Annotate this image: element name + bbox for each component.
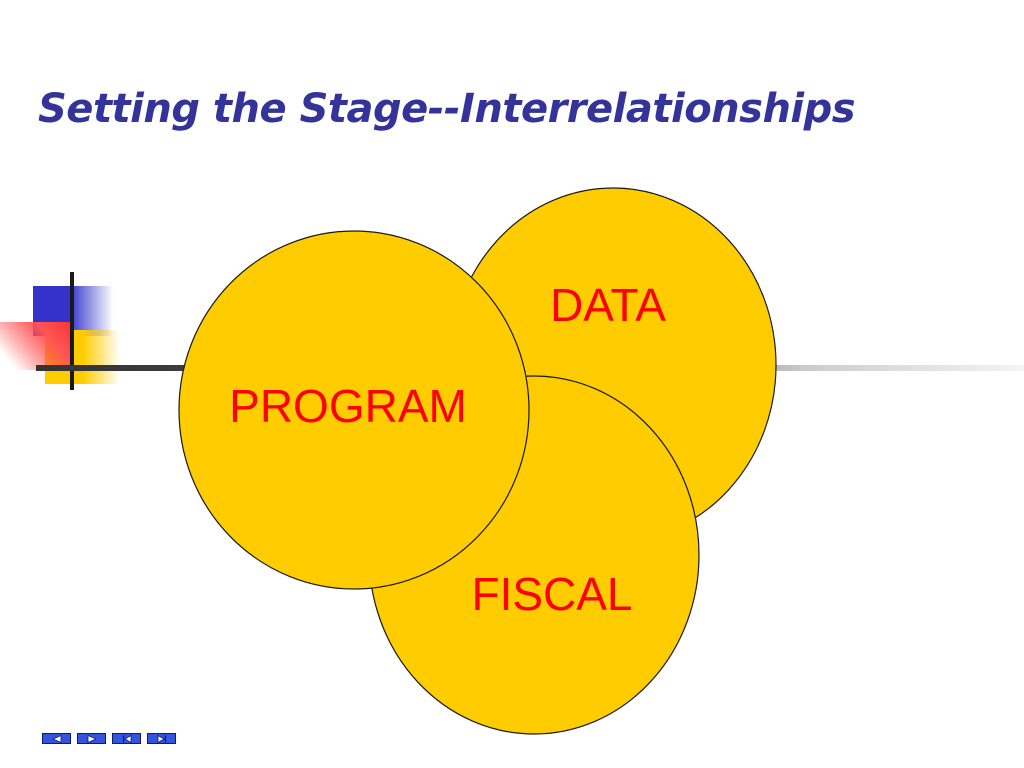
circle-program: PROGRAM bbox=[178, 230, 530, 590]
data-label: DATA bbox=[550, 279, 666, 331]
triangle-left-icon bbox=[51, 734, 61, 743]
skip-forward-icon bbox=[157, 734, 166, 743]
slide-title: Setting the Stage--Interrelationships bbox=[38, 86, 856, 132]
skip-back-icon bbox=[122, 734, 131, 743]
decorative-corner-graphic bbox=[0, 270, 130, 390]
fiscal-label: FISCAL bbox=[471, 568, 632, 620]
first-slide-button[interactable] bbox=[112, 733, 141, 744]
next-slide-button[interactable] bbox=[77, 733, 106, 744]
previous-slide-button[interactable] bbox=[42, 733, 71, 744]
slide-navigation bbox=[42, 733, 176, 744]
program-label: PROGRAM bbox=[229, 380, 467, 432]
triangle-right-icon bbox=[87, 734, 97, 743]
red-square-decoration bbox=[0, 322, 70, 370]
program-circle bbox=[178, 230, 530, 590]
last-slide-button[interactable] bbox=[147, 733, 176, 744]
vertical-rule-decoration bbox=[70, 272, 74, 390]
